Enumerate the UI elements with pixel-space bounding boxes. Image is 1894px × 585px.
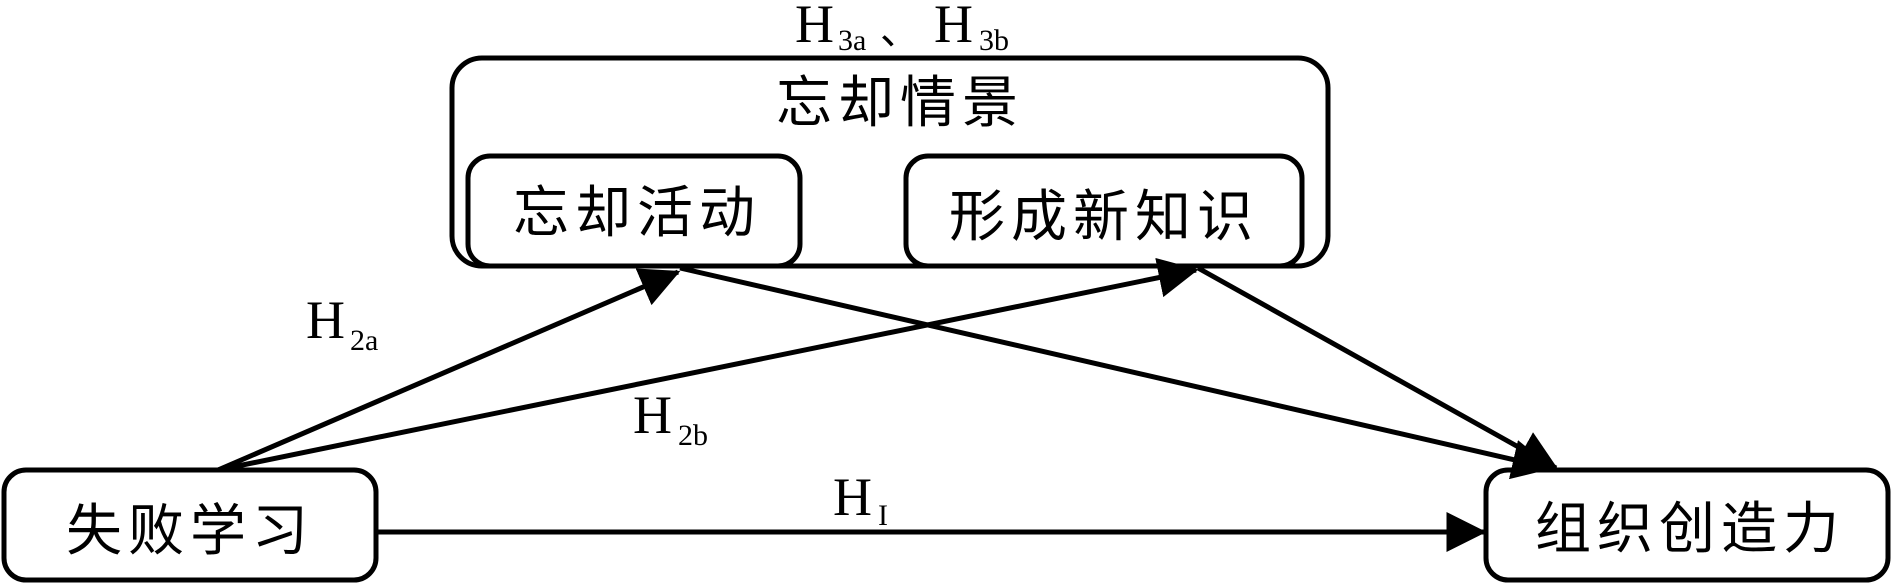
failure-learning-node: 失败学习 [1, 467, 379, 583]
edge-h2a-arrow [217, 268, 681, 473]
label-h3b-main: H [934, 0, 973, 54]
label-h2b: H 2b [633, 385, 708, 452]
label-h3a-main: H [795, 0, 834, 54]
unlearning-activity-node: 忘却活动 [465, 153, 803, 269]
label-h3-separator: 、 [880, 8, 920, 54]
unlearning-activity-label: 忘却活动 [513, 181, 761, 246]
edge-unlearning-activity-to-creativity-arrow [679, 265, 1553, 480]
edge-h2b-arrow [217, 257, 1199, 473]
label-h3a-sub: 3a [838, 24, 866, 57]
failure-learning-label: 失败学习 [66, 499, 314, 564]
label-h2b-main: H [633, 385, 672, 445]
label-h3: H 3a 、 H 3b [795, 0, 1009, 57]
unlearning-context-label: 忘却情景 [776, 71, 1024, 136]
label-h2a: H 2a [306, 290, 378, 357]
new-knowledge-node: 形成新知识 [903, 153, 1305, 269]
label-h1-sub: I [878, 499, 888, 532]
org-creativity-label: 组织创造力 [1535, 497, 1845, 562]
failure-learning-box [1, 467, 379, 583]
org-creativity-node: 组织创造力 [1483, 467, 1891, 583]
unlearning-activity-box [465, 153, 803, 269]
label-h2a-main: H [306, 290, 345, 350]
edge-new-knowledge-to-creativity-arrow [1196, 265, 1559, 471]
new-knowledge-box [903, 153, 1305, 269]
label-h2b-sub: 2b [678, 419, 708, 452]
label-h3b-sub: 3b [979, 24, 1009, 57]
label-h2a-sub: 2a [350, 324, 378, 357]
label-h1-main: H [833, 467, 872, 527]
label-h1: H I [833, 467, 888, 532]
new-knowledge-label: 形成新知识 [949, 185, 1259, 250]
